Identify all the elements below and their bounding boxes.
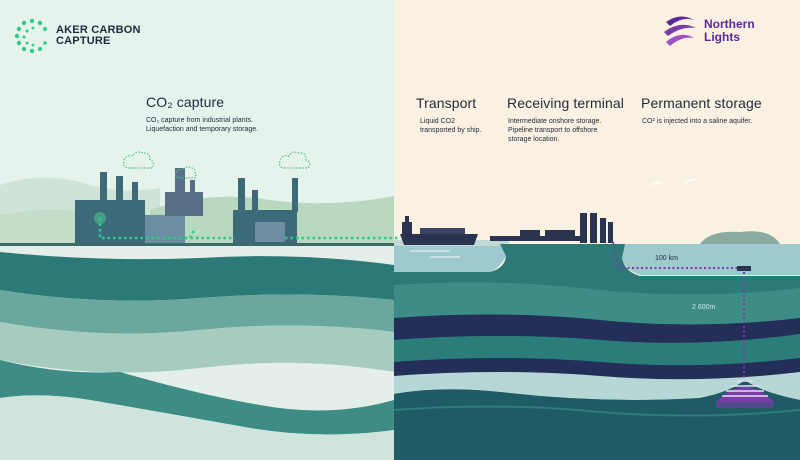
storage-description: CO² is injected into a saline aquifer. — [642, 117, 752, 126]
rock-layer-2 — [394, 334, 800, 366]
layer-teal-5 — [0, 395, 394, 460]
terminal-title: Receiving terminal — [507, 95, 624, 111]
capture-title: CO₂ capture — [146, 94, 225, 110]
aker-dots-icon — [14, 18, 47, 54]
terminal-desc-line1: Intermediate onshore storage. — [508, 118, 602, 125]
capture-desc-line1: CO₂ capture from industrial plants. — [146, 117, 253, 124]
storage-desc-line1: CO² is injected into a saline aquifer. — [642, 118, 753, 125]
receiving-terminal — [490, 213, 613, 243]
offshore-pipeline — [612, 241, 745, 380]
deep-layer — [394, 380, 800, 460]
birds — [648, 178, 700, 186]
aker-logo-line1: AKER CARBON — [56, 24, 141, 36]
aker-carbon-capture-logo: AKER CARBON CAPTURE — [14, 18, 141, 54]
dome-base — [716, 402, 774, 408]
subsea-template — [737, 266, 751, 271]
depth-label: 2 600m — [692, 304, 716, 311]
layer-teal-2 — [0, 290, 394, 334]
rock-layer-1 — [394, 282, 800, 325]
co2-ship — [400, 216, 478, 245]
terminal-desc-line2: Pipeline transport to offshore — [508, 127, 598, 134]
transport-desc-line2: transported by ship. — [420, 127, 482, 134]
sea-reflection — [410, 250, 460, 258]
terminal-desc-line3: storage location. — [508, 136, 560, 143]
sea-right — [622, 244, 800, 275]
nl-logo-line1: Northern — [704, 17, 755, 31]
terminal-description: Intermediate onshore storage. Pipeline t… — [508, 117, 601, 144]
dome-stripes — [722, 380, 768, 397]
transport-title: Transport — [416, 95, 477, 111]
capture-plant-3 — [233, 178, 298, 243]
navy-layer-1 — [394, 314, 800, 343]
capture-plant-1 — [75, 172, 185, 243]
distance-label: 100 km — [655, 255, 678, 262]
northern-lights-swirl-icon — [664, 16, 696, 46]
capture-description: CO₂ capture from industrial plants. Liqu… — [146, 116, 258, 134]
offshore-island — [700, 231, 780, 244]
northern-lights-logo: Northern Lights — [662, 14, 755, 48]
co2-pipeline — [98, 218, 400, 240]
layer-teal-3 — [0, 322, 394, 373]
layer-teal-1 — [0, 252, 394, 301]
transport-desc-line1: Liquid CO2 — [420, 118, 456, 125]
nl-logo-line2: Lights — [704, 30, 740, 44]
aker-logo-line2: CAPTURE — [56, 35, 111, 47]
deep-layer-line — [393, 405, 800, 417]
co2-cloud-icons — [123, 151, 311, 179]
aquifer-layer — [394, 372, 800, 400]
transport-description: Liquid CO2 transported by ship. — [420, 117, 481, 135]
navy-layer-2 — [394, 358, 800, 380]
layer-teal-4 — [0, 360, 394, 435]
capture-plant-2 — [165, 168, 203, 216]
sea-left — [394, 246, 508, 272]
storage-title: Permanent storage — [641, 95, 762, 111]
ground-line — [0, 243, 394, 246]
capture-desc-line2: Liquefaction and temporary storage. — [146, 126, 259, 133]
